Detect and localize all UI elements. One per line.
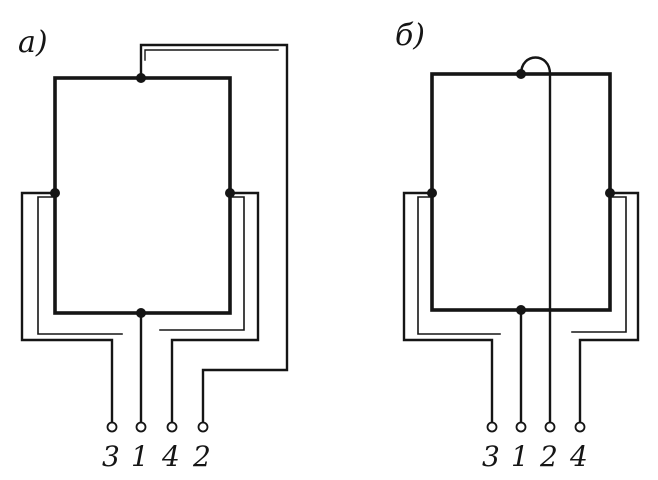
panel-b-lead-4-inner: [571, 196, 627, 333]
panel-b-terminal-label: 2: [539, 440, 558, 473]
panel-a-node-right: [225, 188, 235, 198]
panel-a-terminal-label: 3: [102, 440, 120, 473]
panel-b-node-bottom: [516, 305, 526, 315]
panel-b-node-top: [516, 69, 526, 79]
panel-a-terminal-2: [135, 421, 147, 433]
panel-a-lead-4: [170, 191, 260, 424]
panel-a-lead-2-inner: [144, 49, 279, 61]
panel-a-label: а): [18, 25, 48, 60]
panel-b-node-left: [427, 188, 437, 198]
panel-a-winding-loop: [53, 76, 232, 315]
panel-a-lead-2: [139, 43, 289, 424]
panel-b-terminal-label: 3: [482, 440, 500, 473]
panel-b-lead-4: [578, 191, 640, 424]
panel-a-terminal-label: 2: [192, 440, 211, 473]
panel-a-terminal-label: 4: [161, 440, 180, 473]
panel-b-winding-loop: [430, 72, 612, 312]
panel-a-terminal-3: [166, 421, 178, 433]
panel-b-lead-2: [519, 56, 552, 424]
panel-b-terminal-2: [515, 421, 527, 433]
panel-a-terminal-1: [106, 421, 118, 433]
panel-a-terminal-4: [197, 421, 209, 433]
panel-b-label: б): [395, 18, 425, 53]
panel-b-terminal-1: [486, 421, 498, 433]
panel-a-node-left: [50, 188, 60, 198]
panel-b-terminal-4: [574, 421, 586, 433]
panel-a-lead-4-inner: [159, 196, 245, 331]
panel-a-terminal-label: 1: [131, 440, 149, 473]
panel-b-lead-3-inner: [417, 196, 501, 335]
panel-b-node-right: [605, 188, 615, 198]
panel-b-terminal-3: [544, 421, 556, 433]
panel-b-lead-3: [402, 191, 494, 424]
panel-a: а) 3 1 4 2: [18, 25, 289, 473]
panel-a-node-top: [136, 73, 146, 83]
panel-b-terminal-label: 4: [569, 440, 588, 473]
panel-b-terminal-label: 1: [511, 440, 529, 473]
panel-b: б) 3 1 2 4: [395, 18, 640, 473]
panel-a-node-bottom: [136, 308, 146, 318]
panel-a-lead-3: [20, 191, 114, 424]
panel-a-lead-3-inner: [37, 196, 123, 335]
